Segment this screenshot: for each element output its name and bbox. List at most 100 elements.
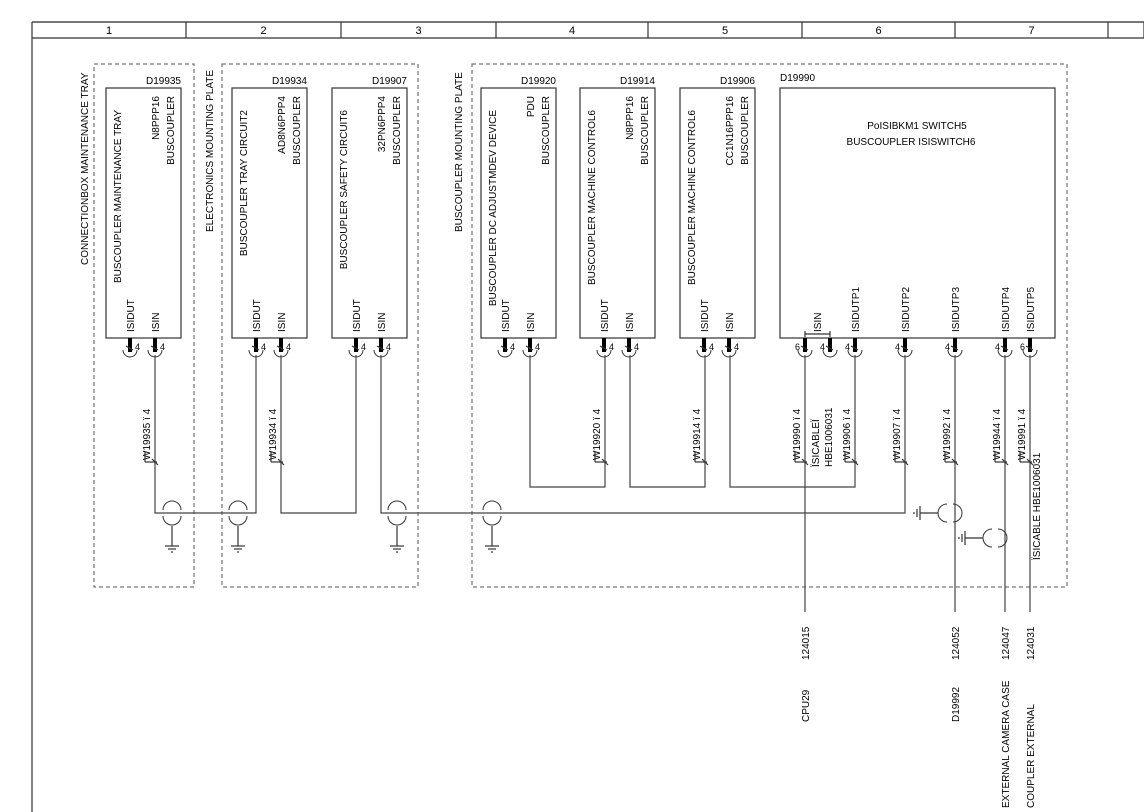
- pin-number: 4: [160, 342, 165, 352]
- destination-label: D19992: [951, 687, 962, 722]
- pin-label: ISIDUT: [252, 299, 263, 332]
- shield-symbol: [387, 500, 407, 526]
- switch-text: PoISIBKM1 SWITCH5: [867, 121, 967, 132]
- wire-mark: [277, 458, 285, 466]
- terminal-number: 124015: [801, 626, 812, 660]
- pin-tick: [900, 345, 909, 351]
- pin-number: 4: [286, 342, 291, 352]
- pin-label: ISIDUT: [600, 299, 611, 332]
- device-id: D19935: [146, 76, 181, 87]
- pin-socket-arc: [721, 349, 737, 358]
- device-text: AD8N6PPP4: [277, 96, 288, 154]
- column-number: 7: [1028, 25, 1034, 37]
- pin-socket-arc: [696, 349, 712, 358]
- pin-number: 4: [945, 342, 950, 352]
- pin-connector: [853, 338, 857, 352]
- device-text: BUSCOUPLER: [166, 96, 177, 165]
- device-text: BUSCOUPLER: [740, 96, 751, 165]
- device-text: 32PN6PPP4: [377, 96, 388, 153]
- pin-tick: [376, 345, 385, 351]
- pin-tick: [251, 345, 260, 351]
- pin-connector: [1028, 338, 1032, 352]
- wire-label: W19914 ï 4: [692, 408, 703, 460]
- wire: [154, 355, 257, 514]
- pin-connector: [828, 338, 832, 352]
- pin-connector: [903, 338, 907, 352]
- pin-connector: [153, 338, 157, 352]
- pin-label: ISIDUT: [501, 299, 512, 332]
- device-text: BUSCOUPLER MACHINE CONTROL6: [687, 110, 698, 285]
- device-box: [105, 87, 182, 339]
- destination-label: COUPLER EXTERNAL: [1026, 704, 1037, 808]
- shield-symbol: [228, 500, 248, 526]
- pin-label: ISIDUTP4: [1001, 287, 1012, 332]
- device-id: D19906: [720, 76, 755, 87]
- group-label: CONNECTIONBOX MAINTENANCE TRAY: [80, 72, 91, 265]
- pin-tick: [276, 345, 285, 351]
- pin-connector: [503, 338, 507, 352]
- column-number: 2: [260, 25, 266, 37]
- cable-label: ÏSICABLE HBE1006031: [1031, 452, 1043, 560]
- column-number: 6: [875, 25, 881, 37]
- pin-tick: [950, 345, 959, 351]
- pin-label: ISIDUTP1: [851, 287, 862, 332]
- pin-connector: [602, 338, 606, 352]
- pin-label: ISIDUT: [700, 299, 711, 332]
- group-label: BUSCOUPLER MOUNTING PLATE: [454, 72, 465, 232]
- device-text: BUSCOUPLER MAINTENANCE TRAY: [113, 110, 124, 283]
- pin-tick: [599, 345, 608, 351]
- pin-tick: [1025, 345, 1034, 351]
- pin-label: ISIDUTP2: [901, 287, 912, 332]
- pin-tick: [624, 345, 633, 351]
- pin-connector: [953, 338, 957, 352]
- device-id: D19907: [372, 76, 407, 87]
- pin-label: ISIN: [725, 313, 736, 332]
- device-box: [679, 87, 756, 339]
- device-box: [231, 87, 308, 339]
- wire-mark: [1026, 458, 1034, 466]
- terminal-number: 124052: [951, 626, 962, 660]
- wire-mark: [1001, 458, 1009, 466]
- device-text: BUSCOUPLER: [292, 96, 303, 165]
- wire: [729, 355, 856, 488]
- wire-mark: [951, 458, 959, 466]
- device-text: PDU: [526, 96, 537, 117]
- column-number: 3: [415, 25, 421, 37]
- wire-mark: [701, 458, 709, 466]
- pin-number: 4: [820, 342, 825, 352]
- wire-label: W19990 ï 4: [792, 408, 803, 460]
- switch-text: BUSCOUPLER ISISWITCH6: [847, 137, 976, 148]
- group-boundary: [221, 63, 419, 588]
- pin-number: 4: [709, 342, 714, 352]
- wire-label: W19935 ï 4: [142, 408, 153, 460]
- pin-number: 4: [386, 342, 391, 352]
- pin-connector: [803, 338, 807, 352]
- pin-number: 6: [795, 342, 800, 352]
- pin-label: ISIN: [151, 313, 162, 332]
- pin-number: 4: [845, 342, 850, 352]
- pin-tick: [351, 345, 360, 351]
- wire-label: W19934 ï 4: [268, 408, 279, 460]
- device-id: D19990: [780, 73, 815, 84]
- wire-mark: [851, 458, 859, 466]
- wire-label: W19944 ï 4: [992, 408, 1003, 460]
- pin-number: 4: [634, 342, 639, 352]
- pin-socket-arc: [497, 349, 513, 358]
- pin-tick: [525, 345, 534, 351]
- switch-box: [779, 87, 1056, 339]
- device-id: D19934: [272, 76, 307, 87]
- pin-number: 4: [995, 342, 1000, 352]
- pin-number: 4: [510, 342, 515, 352]
- wire-label: W19992 ï 4: [942, 408, 953, 460]
- pin-connector: [528, 338, 532, 352]
- shield-symbol: [982, 528, 1008, 548]
- device-box: [331, 87, 408, 339]
- destination-label: CPU29: [801, 689, 812, 722]
- pin-tick: [1000, 345, 1009, 351]
- pin-tick: [699, 345, 708, 351]
- pin-number: 4: [261, 342, 266, 352]
- wire-mark: [801, 458, 809, 466]
- pin-connector: [1003, 338, 1007, 352]
- pin-tick: [500, 345, 509, 351]
